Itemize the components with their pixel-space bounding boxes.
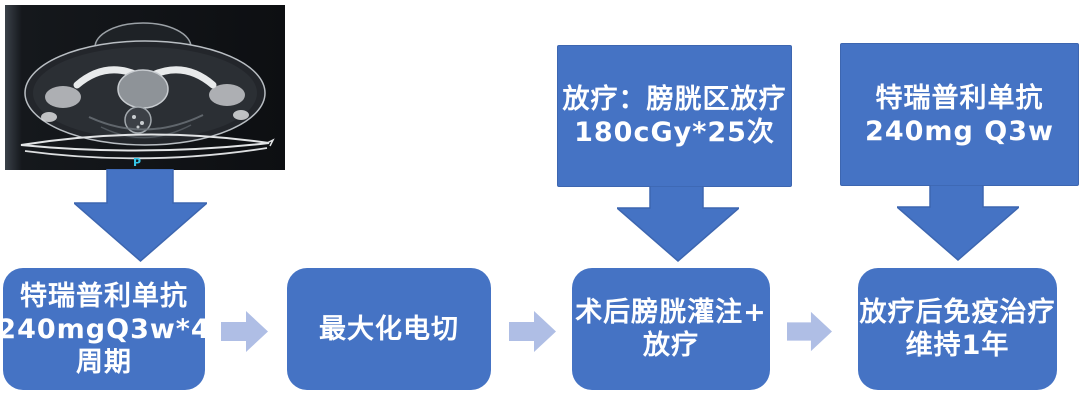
ct-orientation-label: P <box>133 156 142 169</box>
step-line: 放疗 <box>643 330 699 361</box>
callout-line: 240mg Q3w <box>865 115 1054 147</box>
right-arrow <box>509 311 556 352</box>
callout-radiotherapy-detail: 放疗：膀胱区放疗 180cGy*25次 <box>557 45 792 187</box>
step-line: 特瑞普利单抗 <box>20 280 188 312</box>
flow-step-instillation-radiotherapy: 术后膀胱灌注+ 放疗 <box>572 268 770 390</box>
callout-line: 放疗：膀胱区放疗 <box>562 84 787 115</box>
step-line: 维持1年 <box>905 330 1010 361</box>
step-line: 术后膀胱灌注+ <box>575 297 767 328</box>
callout-toripalimab-detail: 特瑞普利单抗 240mg Q3w <box>840 43 1079 186</box>
flow-step-maintenance-immunotherapy: 放疗后免疫治疗 维持1年 <box>858 268 1057 390</box>
down-arrow <box>74 169 207 262</box>
ct-scan-graphic <box>5 5 285 170</box>
ct-scan-image: P <box>5 5 285 170</box>
flow-step-maximal-resection: 最大化电切 <box>287 268 491 390</box>
callout-line: 180cGy*25次 <box>574 117 775 148</box>
down-arrow <box>897 185 1019 261</box>
flow-step-neoadjuvant-immunotherapy: 特瑞普利单抗 240mgQ3w*4 周期 <box>0 268 210 390</box>
down-arrow <box>617 186 739 262</box>
right-arrow <box>787 311 832 352</box>
right-arrow <box>221 311 268 352</box>
step-line: 放疗后免疫治疗 <box>859 297 1056 328</box>
step-line: 240mgQ3w*4 <box>0 313 211 345</box>
callout-line: 特瑞普利单抗 <box>875 82 1044 114</box>
step-line: 最大化电切 <box>319 313 459 345</box>
step-line: 周期 <box>76 346 132 378</box>
